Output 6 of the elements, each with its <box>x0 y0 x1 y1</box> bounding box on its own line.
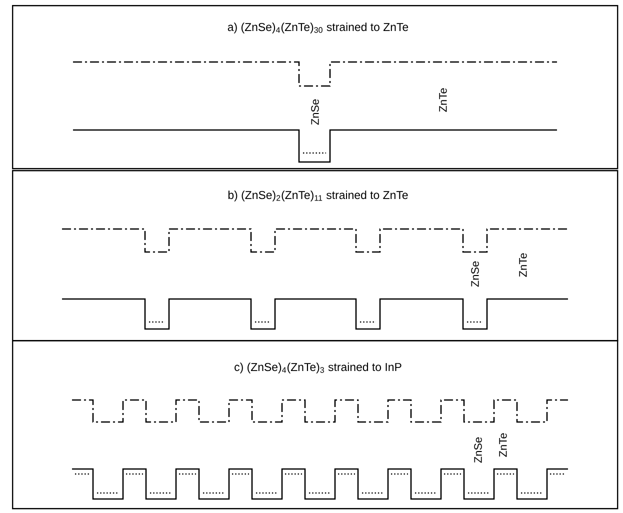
material-label: ZnSe <box>471 261 479 287</box>
material-label: ZnSe <box>474 437 482 463</box>
material-label: ZnTe <box>519 253 527 277</box>
material-label: ZnTe <box>439 88 447 112</box>
material-label: ZnTe <box>499 433 507 457</box>
material-label: ZnSe <box>311 99 319 125</box>
